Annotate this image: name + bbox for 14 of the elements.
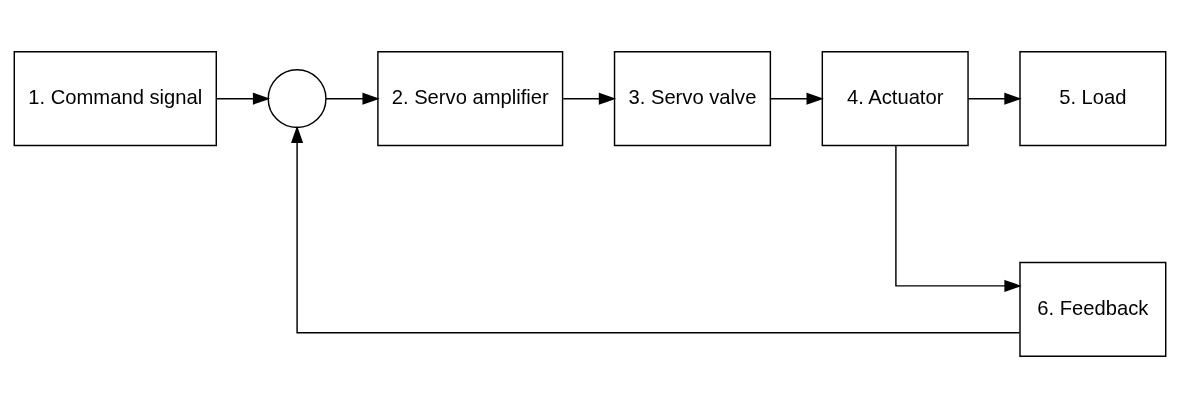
node-box: 3. Servo valve [613, 50, 772, 146]
node-box: 5. Load [1019, 50, 1167, 146]
arrow [967, 92, 1022, 105]
arrow [291, 125, 1021, 333]
arrow [562, 92, 617, 105]
node-box: 1. Command signal [13, 50, 217, 146]
arrow [325, 92, 380, 105]
arrow [895, 144, 1022, 292]
node-box: 6. Feedback [1019, 261, 1167, 357]
arrow [215, 92, 271, 105]
arrow [770, 92, 824, 105]
node-circle [267, 68, 327, 128]
node-box: 2. Servo amplifier [377, 50, 564, 146]
node-box: 4. Actuator [821, 50, 969, 146]
